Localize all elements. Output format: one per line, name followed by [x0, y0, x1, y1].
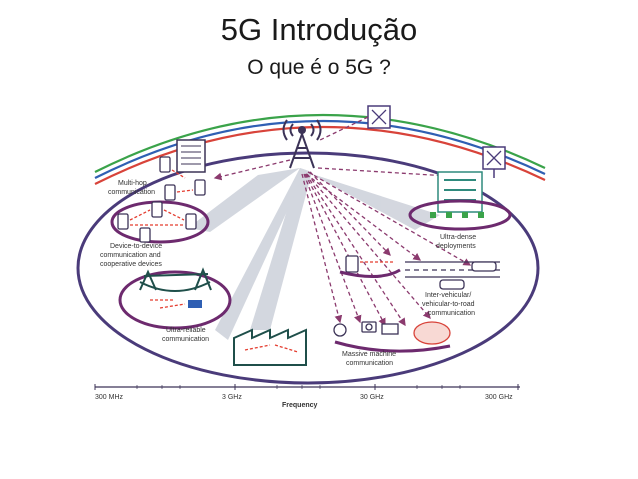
label-multi-hop: Multi-hop communication: [108, 180, 155, 196]
factory-icon: [233, 328, 307, 366]
camera-icon: [361, 321, 377, 333]
phone-icons-multihop: [159, 156, 206, 201]
factory-arrows: [244, 344, 299, 353]
label-ultra-dense: Ultra-dense deployments: [436, 234, 478, 250]
tick-300mhz: 300 MHz: [95, 394, 124, 401]
radio-beams: [188, 168, 440, 340]
multihop-arrows: [171, 169, 194, 193]
v2x-zone: [339, 268, 401, 278]
phone-icons-d2d: [117, 201, 197, 243]
label-massive-machine: Massive machine communication: [342, 351, 398, 367]
network-switch-icon-1: [367, 105, 391, 129]
slide-subtitle: O que é o 5G ?: [247, 56, 391, 79]
office-building-icon: [437, 171, 483, 213]
slide-title: 5G Introdução: [220, 12, 418, 47]
solar-panel-icon: [188, 300, 202, 308]
tick-30ghz: 30 GHz: [360, 394, 384, 401]
building-icon: [176, 139, 206, 173]
sensor-icons: [333, 323, 399, 337]
phone-icon-v2x: [345, 255, 359, 273]
ultra-dense-zone: [408, 199, 512, 231]
car-icons: [439, 261, 497, 290]
network-switch-icon-2: [482, 146, 506, 178]
ultra-reliable-arrows: [150, 299, 186, 309]
ultra-reliable-zone: [118, 270, 232, 330]
cell-tower-icon: [282, 119, 322, 169]
label-v2x: Inter-vehicular/ vehicular-to-road commu…: [422, 292, 476, 317]
frequency-axis: 300 MHz 3 GHz 30 GHz 300 GHz Frequency: [94, 384, 520, 409]
axis-label: Frequency: [282, 402, 318, 409]
iot-cloud-icon: [413, 321, 451, 345]
label-ultra-reliable: Ultra-reliable communication: [162, 327, 209, 343]
tick-3ghz: 3 GHz: [222, 394, 242, 401]
label-d2d: Device-to-device communication and coope…: [100, 243, 164, 268]
massive-machine-zone: [334, 340, 451, 353]
small-cell-icons: [430, 212, 484, 218]
power-pylon-icon: [139, 267, 212, 292]
d2d-arrows: [129, 209, 185, 226]
switch-link: [319, 116, 369, 141]
tick-300ghz: 300 GHz: [485, 394, 513, 401]
